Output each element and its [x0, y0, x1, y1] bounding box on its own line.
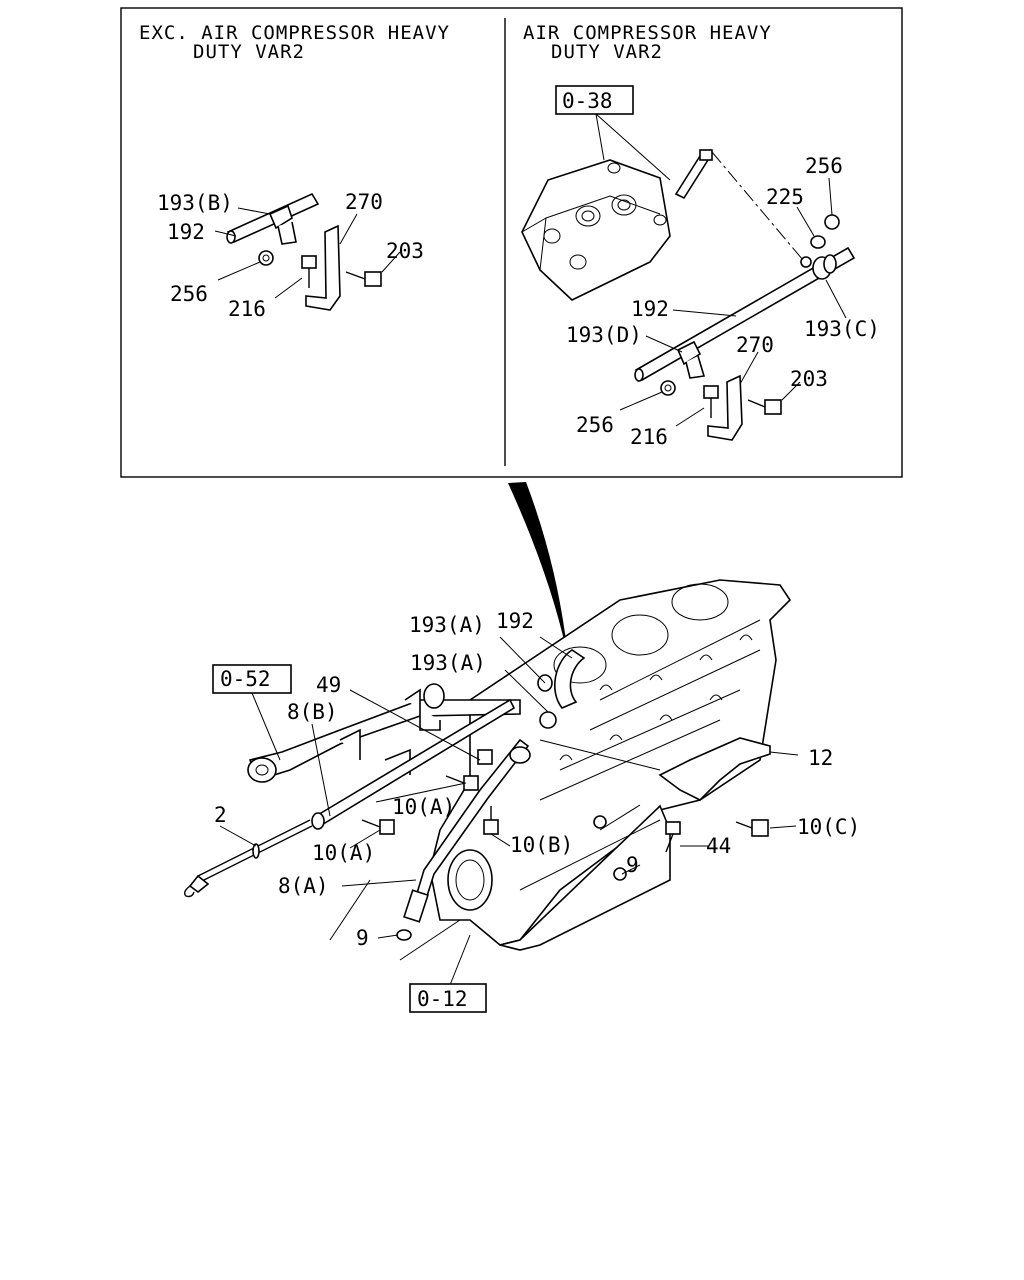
main-label-49: 49 — [316, 673, 341, 697]
right-label-193d: 193(D) — [566, 323, 642, 347]
main-label-9-oring: 9 — [356, 926, 369, 950]
right-label-270: 270 — [736, 333, 774, 357]
main-label-8a: 8(A) — [278, 874, 329, 898]
ref-box-0-12: 0-12 — [417, 987, 468, 1011]
left-label-256: 256 — [170, 282, 208, 306]
main-label-12: 12 — [808, 746, 833, 770]
left-label-192: 192 — [167, 220, 205, 244]
left-panel-header-line1: EXC. AIR COMPRESSOR HEAVY — [139, 22, 450, 44]
main-label-44: 44 — [706, 834, 731, 858]
callout-arrow — [508, 482, 568, 658]
ref-box-0-38: 0-38 — [562, 89, 613, 113]
ref-box-0-52: 0-52 — [220, 667, 271, 691]
main-label-10a-lower: 10(A) — [312, 841, 375, 865]
main-label-192: 192 — [496, 609, 534, 633]
left-label-203: 203 — [386, 239, 424, 263]
main-label-9-plug: 9 — [626, 853, 639, 877]
right-label-216: 216 — [630, 425, 668, 449]
right-label-192: 192 — [631, 297, 669, 321]
main-label-10b: 10(B) — [510, 833, 573, 857]
main-label-2: 2 — [214, 803, 227, 827]
main-label-193a-top: 193(A) — [409, 613, 485, 637]
left-label-193b: 193(B) — [157, 191, 233, 215]
main-label-10c: 10(C) — [797, 815, 860, 839]
ref-box-0-12-frame — [409, 983, 487, 1013]
right-label-203: 203 — [790, 367, 828, 391]
right-panel-header-line1: AIR COMPRESSOR HEAVY — [523, 22, 772, 44]
left-label-216: 216 — [228, 297, 266, 321]
right-label-225: 225 — [766, 185, 804, 209]
inset-frame — [120, 7, 903, 478]
main-label-8b: 8(B) — [287, 700, 338, 724]
right-label-256: 256 — [805, 154, 843, 178]
right-label-193c: 193(C) — [804, 317, 880, 341]
main-label-193a-second: 193(A) — [410, 651, 486, 675]
left-panel-drawing — [214, 192, 401, 311]
right-panel-drawing — [521, 85, 856, 441]
right-label-256b: 256 — [576, 413, 614, 437]
left-panel-header-line2: DUTY VAR2 — [193, 41, 305, 63]
left-label-270: 270 — [345, 190, 383, 214]
engine-drawing — [183, 579, 799, 986]
main-label-10a-upper: 10(A) — [392, 795, 455, 819]
right-panel-header-line2: DUTY VAR2 — [551, 41, 663, 63]
